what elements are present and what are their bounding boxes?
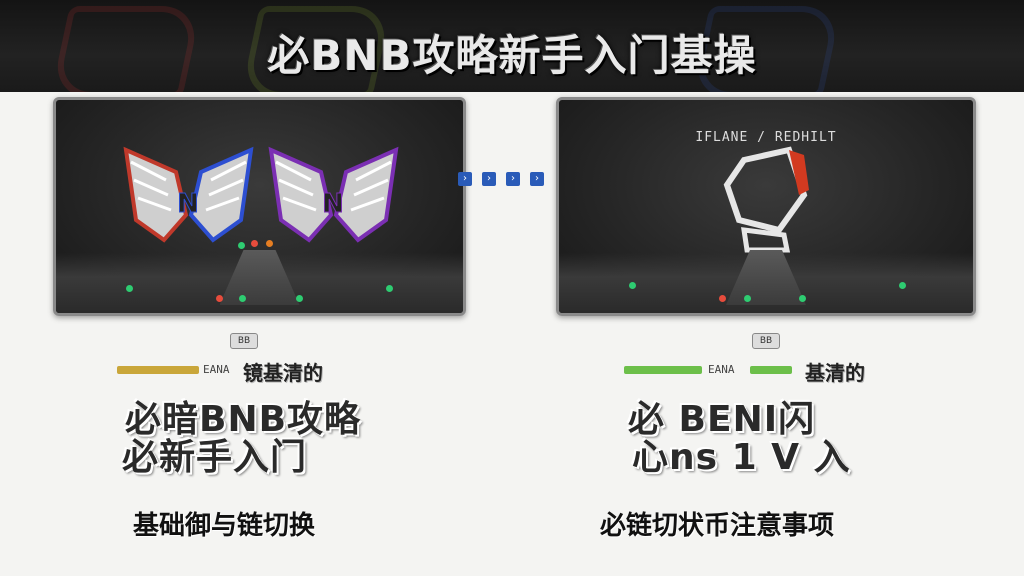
wing-logo-left: N [123,146,254,243]
svg-text:N: N [177,189,199,219]
headline-line2: 必新手入门 [122,437,308,478]
headline-line2: 心ns 1 V 入 [632,437,851,478]
right-preview-panel: IFLANE / REDHILT [556,97,976,316]
status-dot [386,285,393,292]
meter-label: EANA [708,363,735,376]
status-dot [744,295,751,302]
badge: BB [230,333,258,349]
header-banner: 必BNB攻略新手入门基操 [0,0,1024,92]
headline-line1: 必 BENI闪 [628,399,816,440]
status-dot [799,295,806,302]
caption: 必链切状币注意事项 [600,511,835,541]
headline-line1: 必暗BNB攻略 [125,399,362,440]
status-dot [899,282,906,289]
connector-arrows: › › › › [458,172,558,188]
wing-logo-right: N [268,146,399,243]
status-dot [238,242,245,249]
caption: 基础御与链切换 [133,511,316,541]
meter-text: 镜基清的 [243,361,323,385]
left-preview-panel: N N [53,97,466,316]
chevron-right-icon: › [530,172,544,186]
hexagon-emblem [723,146,809,253]
meter-text: 基清的 [805,361,865,385]
status-dot [266,240,273,247]
meter-label: EANA [203,363,230,376]
svg-text:N: N [322,189,344,219]
status-dot [239,295,246,302]
status-dot [296,295,303,302]
status-dot [216,295,223,302]
panel-caption: IFLANE / REDHILT [695,130,837,145]
page-title: 必BNB攻略新手入门基操 [267,31,757,80]
status-dot [251,240,258,247]
status-dot [629,282,636,289]
badge: BB [752,333,780,349]
progress-bar [624,366,702,374]
progress-bar [117,366,199,374]
status-dot [719,295,726,302]
chevron-right-icon: › [482,172,496,186]
wing-logos: N N [123,146,399,243]
status-dot [126,285,133,292]
chevron-right-icon: › [506,172,520,186]
chevron-right-icon: › [458,172,472,186]
progress-bar [750,366,792,374]
